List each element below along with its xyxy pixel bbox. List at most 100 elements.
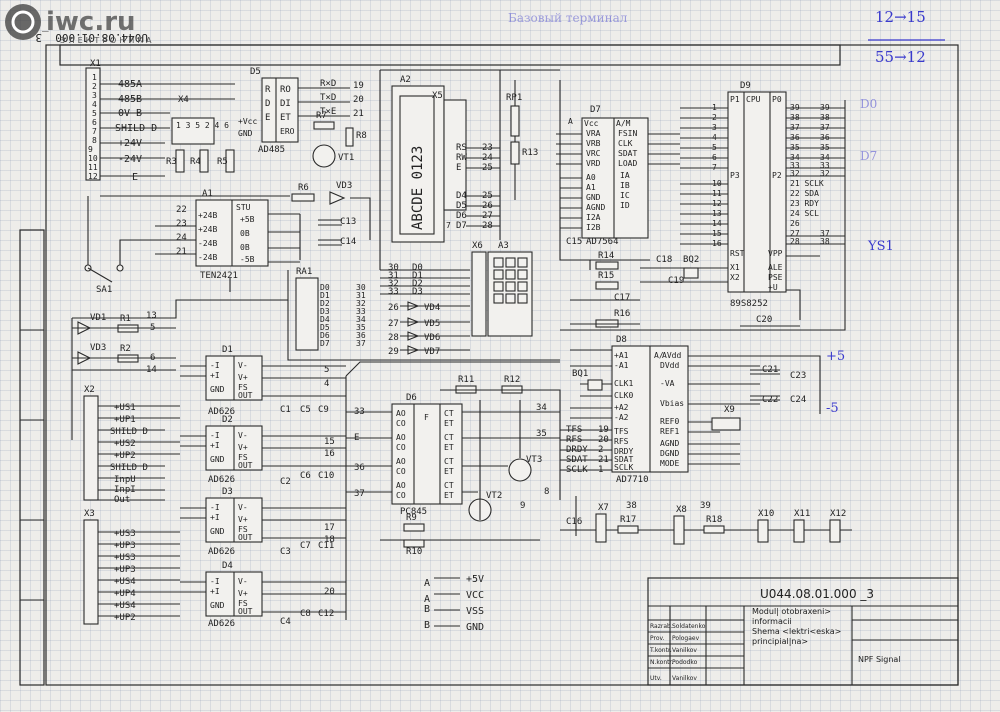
svg-text:A/M: A/M — [616, 119, 631, 128]
svg-text:VD3: VD3 — [90, 343, 106, 353]
svg-text:R16: R16 — [614, 309, 630, 319]
svg-text:R1: R1 — [120, 314, 131, 324]
svg-text:D2: D2 — [412, 279, 423, 289]
svg-text:32: 32 — [388, 279, 399, 289]
x7-connector — [595, 513, 607, 543]
power-5v: +5V — [466, 574, 484, 585]
svg-text:AGND: AGND — [586, 203, 605, 212]
svg-text:STU: STU — [236, 203, 251, 212]
svg-text:-VA: -VA — [660, 379, 675, 388]
svg-text:FS: FS — [238, 525, 248, 534]
svg-text:C15: C15 — [566, 237, 582, 247]
svg-text:30: 30 — [356, 283, 366, 292]
svg-text:BQ2: BQ2 — [683, 255, 699, 265]
svg-text:34: 34 — [356, 315, 366, 324]
svg-text:T.kontr.: T.kontr. — [649, 647, 672, 654]
svg-text:0B: 0B — [240, 243, 250, 252]
x2-label-7: InpU — [114, 475, 136, 485]
svg-text:AO: AO — [396, 457, 406, 466]
d6-ref: D6 — [406, 393, 417, 403]
svg-text:D6: D6 — [320, 331, 330, 340]
svg-text:33: 33 — [356, 307, 366, 316]
x1-label-m24v: -24V — [118, 154, 142, 165]
svg-text:CT: CT — [444, 457, 454, 466]
svg-text:2: 2 — [92, 82, 97, 91]
svg-text:23 RDY: 23 RDY — [790, 199, 819, 208]
svg-text:VRA: VRA — [586, 129, 601, 138]
svg-text:37: 37 — [356, 339, 366, 348]
svg-text:D3: D3 — [222, 487, 233, 497]
svg-text:19: 19 — [353, 81, 364, 91]
svg-text:5: 5 — [92, 109, 97, 118]
svg-text:+Vcc: +Vcc — [238, 117, 257, 126]
svg-text:+I: +I — [210, 441, 220, 450]
a3-ref: A3 — [498, 241, 509, 251]
svg-text:CT: CT — [444, 433, 454, 442]
svg-text:24 SCL: 24 SCL — [790, 209, 819, 218]
svg-text:0B: 0B — [240, 229, 250, 238]
d6-part: PC845 — [400, 507, 427, 517]
svg-text:X8: X8 — [676, 505, 687, 515]
svg-text:+I: +I — [210, 587, 220, 596]
svg-text:OUT: OUT — [238, 461, 253, 470]
svg-text:DVdd: DVdd — [660, 361, 679, 370]
d9-ref: D9 — [740, 81, 751, 91]
d7-part: AD7564 — [586, 237, 619, 247]
svg-text:30: 30 — [388, 263, 399, 273]
svg-text:SDAT: SDAT — [618, 149, 637, 158]
x1-connector — [85, 67, 101, 181]
svg-text:27: 27 — [388, 319, 399, 329]
svg-text:Vbias: Vbias — [660, 399, 684, 408]
svg-text:X12: X12 — [830, 509, 846, 519]
svg-text:C24: C24 — [790, 395, 806, 405]
svg-text:LOAD: LOAD — [618, 159, 637, 168]
svg-text:CT: CT — [444, 409, 454, 418]
svg-text:ID: ID — [620, 201, 630, 210]
svg-text:IC: IC — [620, 191, 630, 200]
title-name-2: informacii — [752, 617, 792, 626]
svg-text:RW: RW — [456, 153, 467, 163]
svg-text:29: 29 — [388, 347, 399, 357]
svg-text:6: 6 — [92, 118, 97, 127]
svg-text:Soldatenko: Soldatenko — [672, 623, 706, 630]
svg-text:A/: A/ — [654, 351, 664, 360]
svg-text:RST: RST — [730, 249, 745, 258]
svg-text:R3: R3 — [166, 157, 177, 167]
d5-ref: D5 — [250, 67, 261, 77]
svg-text:-I: -I — [210, 361, 220, 370]
svg-text:CO: CO — [396, 419, 406, 428]
svg-text:C14: C14 — [340, 237, 356, 247]
svg-text:AO: AO — [396, 409, 406, 418]
svg-text:-5B: -5B — [240, 255, 255, 264]
svg-text:D5: D5 — [456, 201, 467, 211]
x1-label-e: E — [132, 172, 138, 183]
svg-text:R17: R17 — [620, 515, 636, 525]
svg-text:C16: C16 — [566, 517, 582, 527]
svg-text:C9: C9 — [318, 405, 329, 415]
svg-text:BQ1: BQ1 — [572, 369, 588, 379]
x3-label-4: +UP3 — [114, 565, 136, 575]
a2-ref: A2 — [400, 75, 411, 85]
svg-text:ERO: ERO — [280, 127, 295, 136]
svg-text:P0: P0 — [772, 95, 782, 104]
x5-ref: X5 — [432, 91, 443, 101]
svg-text:RFS: RFS — [614, 437, 629, 446]
svg-text:+I: +I — [210, 513, 220, 522]
a1-part: TEN2421 — [200, 271, 238, 281]
svg-text:R4: R4 — [190, 157, 201, 167]
x6-ref: X6 — [472, 241, 483, 251]
svg-text:R7: R7 — [316, 111, 327, 121]
svg-text:36: 36 — [354, 463, 365, 473]
svg-text:ALE: ALE — [768, 263, 783, 272]
power-vss: VSS — [466, 606, 484, 617]
svg-text:D7: D7 — [456, 221, 467, 231]
svg-text:ЭЛЕКТРОНИКА: ЭЛЕКТРОНИКА — [60, 36, 155, 45]
d1-amp: D1 AD626 — [205, 345, 263, 417]
svg-text:C12: C12 — [318, 609, 334, 619]
svg-text:26: 26 — [790, 219, 800, 228]
svg-text:D3: D3 — [320, 307, 330, 316]
x11-connector — [793, 519, 805, 543]
svg-text:DI: DI — [280, 99, 291, 109]
svg-text:D0: D0 — [412, 263, 423, 273]
svg-text:C4: C4 — [280, 617, 291, 627]
